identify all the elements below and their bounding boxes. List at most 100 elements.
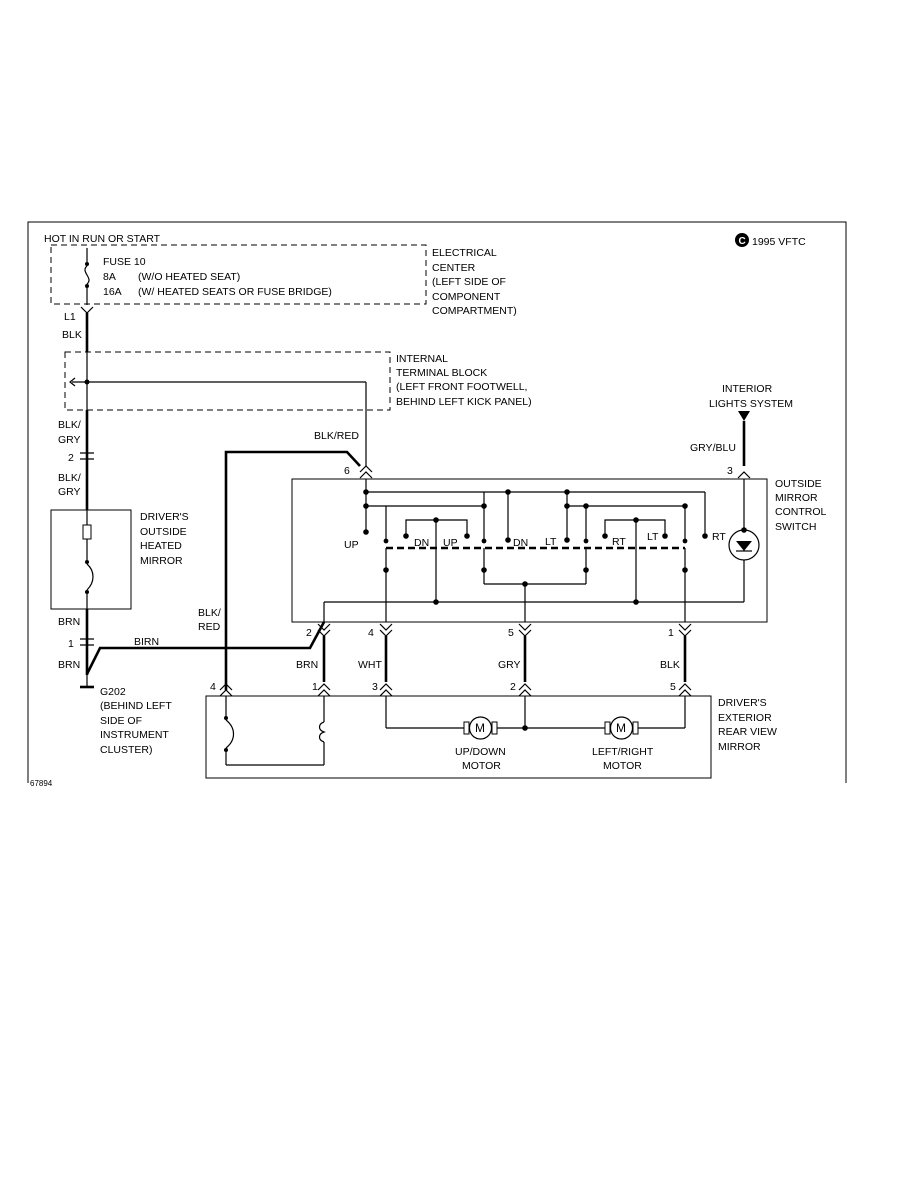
heater-element-icon xyxy=(82,510,94,609)
connector-6-icon xyxy=(359,465,373,479)
updown-motor-icon xyxy=(463,716,498,740)
switch-label-dn-1: DN xyxy=(414,537,429,549)
heated-mirror-line-4: MIRROR xyxy=(140,555,183,567)
wire-label-blk-red-left-b: RED xyxy=(198,621,221,633)
motor-circuit xyxy=(385,696,686,731)
switch-label-up-left: UP xyxy=(344,539,359,551)
control-switch-line-2: MIRROR xyxy=(775,492,818,504)
led-icon xyxy=(728,527,760,561)
ground-icon xyxy=(80,675,94,689)
pin-3-top: 3 xyxy=(727,465,733,477)
pin-4-switch: 4 xyxy=(368,627,374,639)
ground-line-4: INSTRUMENT xyxy=(100,729,169,741)
wire-label-gry: GRY xyxy=(498,659,521,671)
wire-label-blk-red-left-a: BLK/ xyxy=(198,607,221,619)
exterior-mirror-line-3: REAR VIEW xyxy=(718,726,777,738)
pin-5-mirror: 5 xyxy=(670,681,676,693)
updown-motor-label-1: UP/DOWN xyxy=(455,746,506,758)
pin-3-mirror: 3 xyxy=(372,681,378,693)
control-switch-line-3: CONTROL xyxy=(775,506,826,518)
wire-label-gry-blu: GRY/BLU xyxy=(690,442,736,454)
exterior-mirror-line-2: EXTERIOR xyxy=(718,712,772,724)
leftright-motor-label-2: MOTOR xyxy=(603,760,642,772)
wire-label-brn-3: BRN xyxy=(296,659,318,671)
heated-mirror-line-1: DRIVER'S xyxy=(140,511,189,523)
terminal-block-box xyxy=(64,351,391,411)
wire-label-brn-2: BRN xyxy=(58,659,80,671)
terminal-block-line-1: INTERNAL xyxy=(396,353,448,365)
pin-5-switch: 5 xyxy=(508,627,514,639)
copyright-symbol: C xyxy=(739,236,746,247)
switch-label-rt-1: RT xyxy=(612,536,626,548)
control-switch-line-4: SWITCH xyxy=(775,521,816,533)
connector-2-left-icon xyxy=(80,452,94,460)
exterior-mirror-box xyxy=(205,695,712,779)
ground-line-2: (BEHIND LEFT xyxy=(100,700,172,712)
wire-label-brn-1: BRN xyxy=(58,616,80,628)
pin-4-mirror: 4 xyxy=(210,681,216,693)
wire-label-birn: BIRN xyxy=(134,636,159,648)
mirror-connectors-icon xyxy=(219,683,692,697)
wire-label-blk-bottom: BLK xyxy=(660,659,680,671)
control-switch-line-1: OUTSIDE xyxy=(775,478,822,490)
mirror-heater-icon xyxy=(224,696,326,766)
switch-label-lt-2: LT xyxy=(647,531,659,543)
connector-3-top-icon xyxy=(737,471,751,479)
wire-label-blk-gry-1b: GRY xyxy=(58,434,81,446)
fuse-note-2: (W/ HEATED SEATS OR FUSE BRIDGE) xyxy=(138,286,332,298)
electrical-center-line-2: CENTER xyxy=(432,262,476,274)
arrow-down-icon xyxy=(738,411,750,421)
exterior-mirror-line-4: MIRROR xyxy=(718,741,761,753)
terminal-block-line-4: BEHIND LEFT KICK PANEL) xyxy=(396,396,532,408)
wire-label-wht: WHT xyxy=(358,659,382,671)
pin-1-mirror: 1 xyxy=(312,681,318,693)
wire-label-blk-gry-2a: BLK/ xyxy=(58,472,81,484)
pin-6: 6 xyxy=(344,465,350,477)
figure-id: 67894 xyxy=(30,779,53,788)
leftright-motor-symbol: M xyxy=(616,721,626,735)
interior-lights-line-1: INTERIOR xyxy=(722,383,773,395)
copyright-icon xyxy=(735,233,749,247)
updown-motor-symbol: M xyxy=(475,721,485,735)
electrical-center-line-5: COMPARTMENT) xyxy=(432,305,517,317)
wire-label-l1: L1 xyxy=(64,311,76,323)
switch-label-dn-2: DN xyxy=(513,537,528,549)
pin-2-mirror: 2 xyxy=(510,681,516,693)
leftright-motor-icon xyxy=(604,716,639,740)
heated-mirror-line-3: HEATED xyxy=(140,540,182,552)
wire-blk-red-left xyxy=(224,450,361,690)
pin-1-switch: 1 xyxy=(668,627,674,639)
heated-mirror-box xyxy=(50,509,132,610)
heated-mirror-line-2: OUTSIDE xyxy=(140,526,187,538)
electrical-center-line-1: ELECTRICAL xyxy=(432,247,497,259)
fuse-rating-2: 16A xyxy=(103,286,122,298)
ground-line-3: SIDE OF xyxy=(100,715,142,727)
copyright-text: 1995 VFTC xyxy=(752,236,806,248)
fuse-icon xyxy=(84,248,90,305)
exterior-mirror-line-1: DRIVER'S xyxy=(718,697,767,709)
wire-birn xyxy=(85,621,326,675)
wire-label-blk-red: BLK/RED xyxy=(314,430,359,442)
fuse-note-1: (W/O HEATED SEAT) xyxy=(138,271,240,283)
connector-1-left-icon xyxy=(80,638,94,646)
electrical-center-box xyxy=(50,244,427,305)
electrical-center-line-3: (LEFT SIDE OF xyxy=(432,276,506,288)
interior-lights-line-2: LIGHTS SYSTEM xyxy=(709,398,793,410)
switch-label-up-2: UP xyxy=(443,537,458,549)
ground-line-5: CLUSTER) xyxy=(100,744,153,756)
wire-label-blk-gry-2b: GRY xyxy=(58,486,81,498)
wire-label-blk-gry-1a: BLK/ xyxy=(58,419,81,431)
pin-2-switch: 2 xyxy=(306,627,312,639)
switch-label-lt-1: LT xyxy=(545,536,557,548)
wire-label-blk-top: BLK xyxy=(62,329,82,341)
leftright-motor-label-1: LEFT/RIGHT xyxy=(592,746,654,758)
switch-internals xyxy=(323,479,745,622)
pin-2-left: 2 xyxy=(68,452,74,464)
hot-in-run-label: HOT IN RUN OR START xyxy=(44,233,161,245)
control-switch-box xyxy=(291,478,768,623)
connector-l1-icon xyxy=(80,306,94,314)
diagram-frame xyxy=(27,221,847,783)
switch-junction-dots xyxy=(363,489,708,605)
ground-line-1: G202 xyxy=(100,686,126,698)
